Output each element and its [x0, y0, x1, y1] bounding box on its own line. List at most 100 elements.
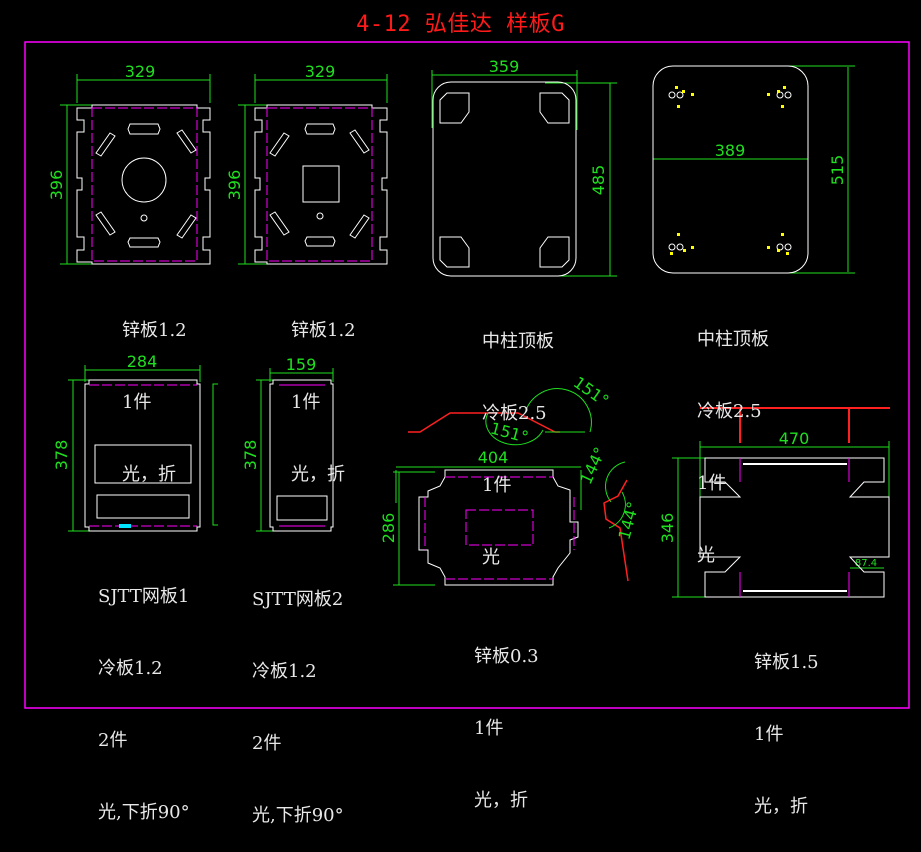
part7-angle-top-outer: 151°	[570, 373, 612, 411]
part6-material: 冷板1.2	[252, 661, 317, 682]
part5-dimensions	[68, 365, 218, 532]
part3-dimensions	[431, 70, 617, 277]
part2-height-dim: 396	[225, 170, 244, 201]
part8-width-dim: 470	[779, 429, 810, 448]
part8-label: 锌板1.5 1件 光，折	[754, 603, 819, 843]
part3-material: 冷板2.5	[482, 403, 547, 424]
part1-center-hole	[121, 157, 167, 203]
part8-top-profile	[700, 407, 890, 443]
part2-zinc-plate-square-hole[interactable]: 329 396	[225, 62, 388, 265]
part7-bend-lines	[424, 476, 575, 580]
part8-quantity: 1件	[754, 724, 784, 745]
part3-width-dim: 359	[489, 57, 520, 76]
part2-quantity: 1件	[291, 392, 321, 413]
part4-label: 中柱顶板 冷板2.5 1件 光	[697, 280, 769, 592]
part4-finish: 光	[697, 545, 715, 566]
part2-finish: 光，折	[291, 464, 345, 485]
part7-outline	[418, 469, 579, 586]
part6-mesh-panel-2[interactable]: 159 378	[241, 355, 334, 532]
part4-dimensions	[653, 65, 855, 274]
part4-height-dim: 515	[828, 155, 847, 186]
part8-height-dim: 346	[658, 513, 677, 544]
part7-center-bend-rect	[465, 509, 534, 546]
part6-height-dim: 378	[241, 440, 260, 471]
part3-corner-cutouts	[439, 92, 570, 268]
part7-angle-side-outer: 144°	[576, 444, 610, 487]
part5-finish: 光,下折90°	[98, 802, 190, 823]
part7-label: 锌板0.3 1件 光，折	[474, 597, 539, 837]
part7-quantity: 1件	[474, 718, 504, 739]
part6-outline	[269, 379, 334, 532]
part5-bend-lines	[89, 384, 197, 527]
part8-outline	[699, 457, 890, 598]
part5-window	[94, 444, 192, 484]
part5-material: 冷板1.2	[98, 658, 163, 679]
part1-finish: 光，折	[122, 464, 176, 485]
part4-quantity: 1件	[697, 473, 727, 494]
part1-height-dim: 396	[47, 170, 66, 201]
part3-finish: 光	[482, 547, 500, 568]
part8-rails	[743, 463, 847, 592]
part3-quantity: 1件	[482, 475, 512, 496]
part7-material: 锌板0.3	[474, 646, 539, 667]
part3-height-dim: 485	[589, 165, 608, 196]
part8-flange-dim: 87.4	[855, 558, 877, 569]
cad-drawing-canvas[interactable]: 329 396 329 396	[0, 0, 921, 720]
part2-center-square-hole	[302, 165, 340, 203]
part2-bend-lines	[266, 107, 373, 262]
part7-angle-side-inner: 144°	[615, 500, 643, 542]
part6-label: SJTT网板2 冷板1.2 2件 光,下折90°	[252, 540, 344, 852]
part5-mesh-panel-1[interactable]: 284 378	[52, 352, 218, 532]
part1-quantity: 1件	[122, 392, 152, 413]
part1-outline	[76, 104, 211, 265]
part4-outline	[652, 65, 809, 274]
part5-outline	[84, 379, 201, 532]
part8-material: 锌板1.5	[754, 652, 819, 673]
part6-quantity: 2件	[252, 733, 282, 754]
part6-bend-lines	[279, 384, 325, 527]
part7-width-dim: 404	[478, 448, 509, 467]
part7-side-profile	[603, 479, 629, 582]
part6-width-dim: 159	[286, 355, 317, 374]
part4-mounting-holes	[668, 86, 792, 255]
part2-material: 锌板1.2	[291, 320, 356, 341]
part4-material: 冷板2.5	[697, 401, 762, 422]
part3-name: 中柱顶板	[482, 331, 554, 352]
drawing-title: 4-12 弘佳达 样板G	[356, 12, 565, 37]
part4-column-top-plate[interactable]: 389 515	[652, 65, 855, 274]
part5-height-dim: 378	[52, 440, 71, 471]
part1-bend-lines	[91, 107, 198, 262]
part2-slots	[269, 123, 370, 247]
part1-width-dim: 329	[125, 62, 156, 81]
part5-marker	[119, 524, 131, 528]
part8-bend-lines	[739, 458, 850, 597]
part8-finish: 光，折	[754, 796, 808, 817]
part7-zinc-plate-folded[interactable]: 151° 151° 144° 144° 404 286	[379, 373, 643, 586]
drawing-border-frame	[24, 41, 910, 709]
part5-name: SJTT网板1	[98, 586, 190, 607]
part1-zinc-plate-round-hole[interactable]: 329 396	[47, 62, 211, 265]
part2-width-dim: 329	[305, 62, 336, 81]
part1-slots	[95, 123, 197, 248]
part4-name: 中柱顶板	[697, 329, 769, 350]
part2-dimensions	[238, 74, 388, 265]
part5-vent-grille	[96, 494, 190, 519]
part5-label: SJTT网板1 冷板1.2 2件 光,下折90°	[98, 537, 190, 849]
part3-outline	[432, 81, 577, 277]
part7-angle-arcs	[393, 388, 626, 586]
part1-material: 锌板1.2	[122, 320, 187, 341]
part6-vent-grille	[276, 495, 328, 521]
part5-quantity: 2件	[98, 730, 128, 751]
part3-column-top-plate[interactable]: 359 485	[431, 57, 617, 277]
part6-finish: 光,下折90°	[252, 805, 344, 826]
part4-width-dim: 389	[715, 141, 746, 160]
part2-outline	[254, 104, 388, 265]
part6-name: SJTT网板2	[252, 589, 344, 610]
part7-finish: 光，折	[474, 790, 528, 811]
part1-label: 锌板1.2 1件 光，折	[122, 271, 187, 511]
part5-width-dim: 284	[127, 352, 158, 371]
part3-label: 中柱顶板 冷板2.5 1件 光	[482, 282, 554, 594]
part8-zinc-plate-cross[interactable]: 470 346 87.4	[658, 407, 890, 598]
part7-height-dim: 286	[379, 513, 398, 544]
part1-dimensions	[60, 74, 211, 265]
